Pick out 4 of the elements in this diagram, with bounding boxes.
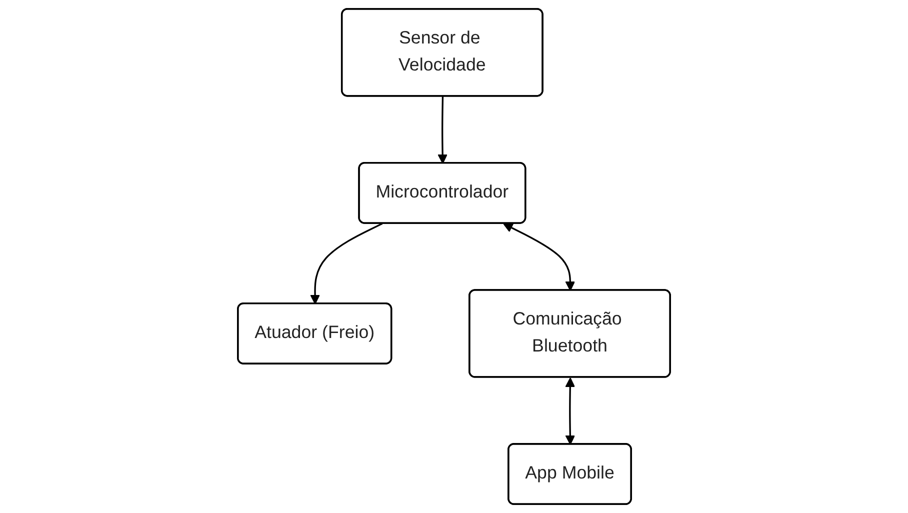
arrow (565, 378, 576, 445)
arrow (503, 223, 576, 291)
arrow (310, 222, 383, 304)
arrow (438, 96, 448, 164)
